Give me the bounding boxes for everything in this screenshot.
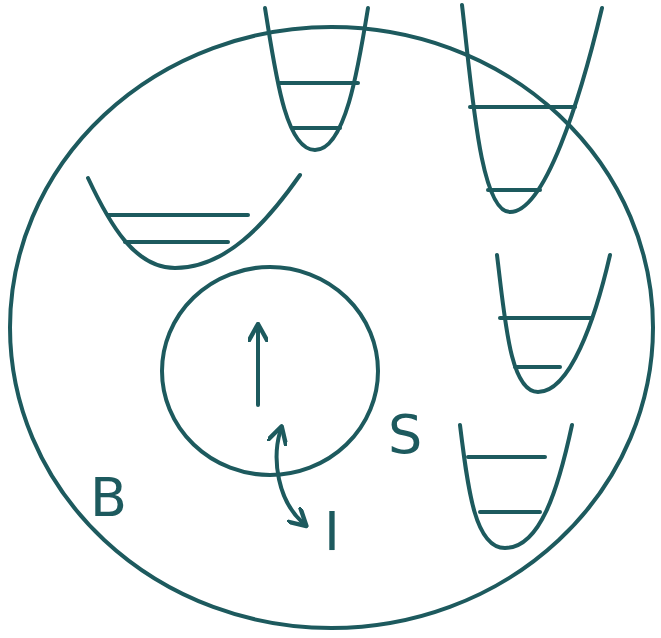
- interaction-arrow: [277, 432, 302, 522]
- spin-arrow: [256, 330, 260, 405]
- system-circle: S: [160, 265, 380, 477]
- harmonic-well: [462, 5, 602, 212]
- region-label: S: [388, 408, 422, 462]
- circle-outline: [160, 265, 380, 477]
- harmonic-well: [460, 425, 572, 548]
- circle-outline: [162, 267, 378, 475]
- region-label: B: [90, 471, 127, 525]
- circle-outline: [10, 27, 653, 628]
- harmonic-well: [88, 175, 300, 268]
- harmonic-well: [497, 255, 610, 392]
- interaction-label: I: [324, 505, 340, 559]
